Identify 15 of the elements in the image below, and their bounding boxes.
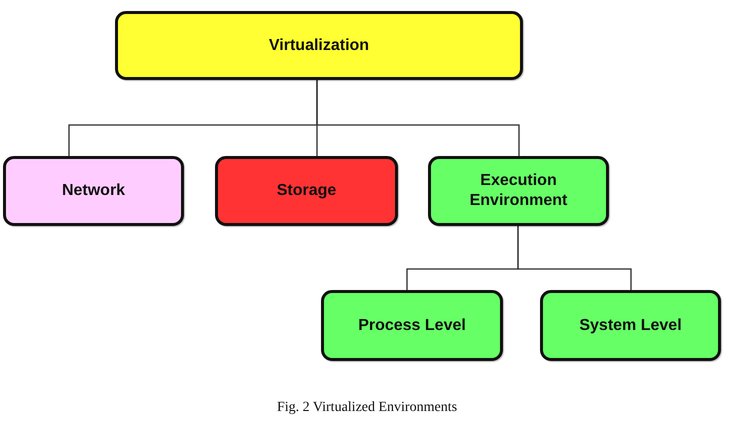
category-box [215,156,398,226]
node-label: System Level [579,316,682,336]
figure-caption: Fig. 2 Virtualized Environments [276,400,458,416]
connector-line [316,80,520,156]
node-label: Process Level [358,316,466,336]
category-box [3,156,184,226]
category-box [321,290,503,361]
node-label: Storage [276,181,336,201]
node-label: Network [62,181,126,201]
node-label: Execution Environment [468,171,568,211]
node-label: Virtualization [268,36,370,56]
category-box [428,156,609,226]
category-box [540,290,721,361]
connector-line [517,226,632,290]
category-box [115,11,523,80]
